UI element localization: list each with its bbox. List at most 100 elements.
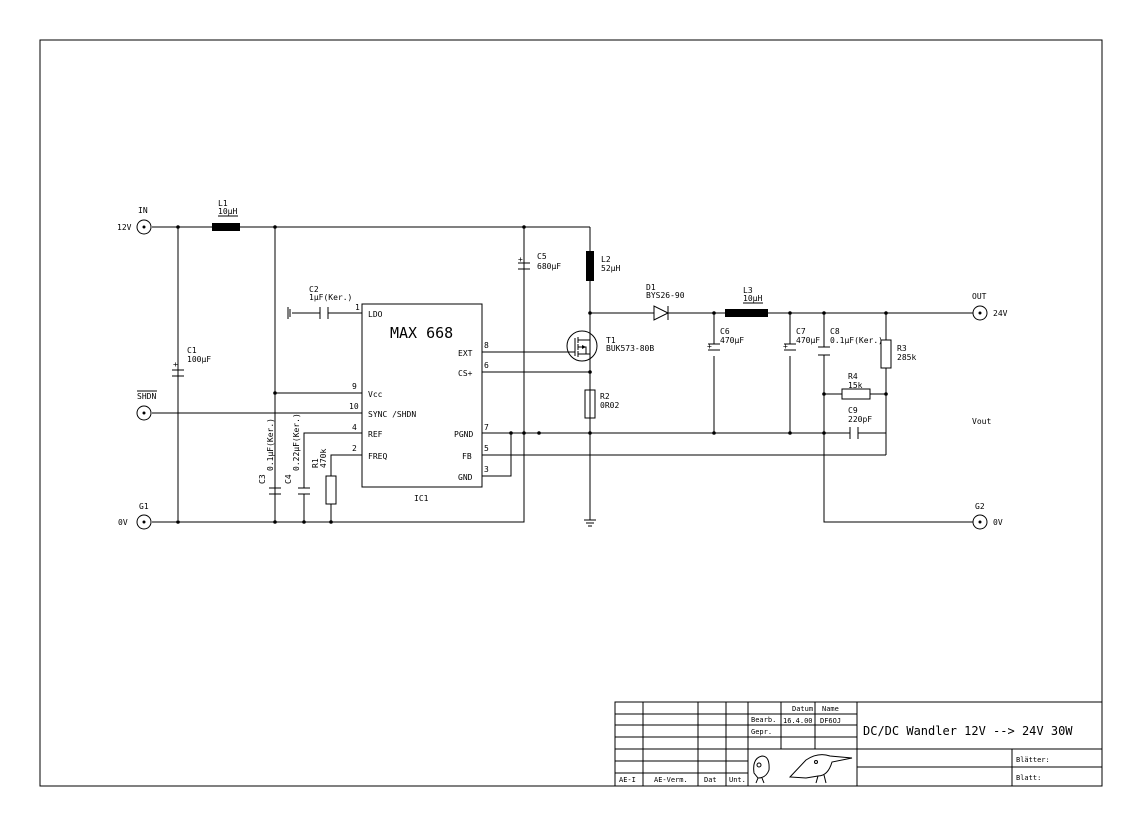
svg-text:10µH: 10µH: [218, 207, 237, 216]
svg-text:C8: C8: [830, 327, 840, 336]
svg-text:0.22µF(Ker.): 0.22µF(Ker.): [292, 413, 301, 471]
svg-text:0V: 0V: [993, 518, 1003, 527]
svg-text:680µF: 680µF: [537, 262, 561, 271]
svg-text:C6: C6: [720, 327, 730, 336]
capacitor-c5: + C5 680µF: [518, 252, 561, 271]
svg-text:REF: REF: [368, 430, 383, 439]
svg-text:+: +: [707, 342, 712, 351]
connector-shdn: SHDN: [136, 390, 157, 421]
inductor-l1: L1 10µH: [212, 199, 240, 231]
capacitor-c1: + C1 100µF: [172, 227, 211, 377]
svg-text:Bearb.: Bearb.: [751, 716, 776, 724]
svg-text:470µF: 470µF: [796, 336, 820, 345]
svg-text:10µH: 10µH: [743, 294, 762, 303]
svg-text:52µH: 52µH: [601, 264, 620, 273]
svg-text:8: 8: [484, 341, 489, 350]
svg-text:0V: 0V: [118, 518, 128, 527]
svg-text:C4: C4: [284, 474, 293, 484]
svg-text:470µF: 470µF: [720, 336, 744, 345]
svg-text:FREQ: FREQ: [368, 452, 387, 461]
svg-text:C3: C3: [258, 474, 267, 484]
drawing-title: DC/DC Wandler 12V --> 24V 30W: [863, 724, 1073, 738]
title-block: Datum Name Bearb. Gepr. 16.4.00 DF6OJ AE…: [614, 701, 1103, 787]
drawing-frame: [39, 39, 1103, 787]
capacitor-c9: C9 220pF: [848, 406, 872, 439]
svg-text:2: 2: [352, 444, 357, 453]
svg-text:IN: IN: [138, 206, 148, 215]
capacitor-c8: C8 0.1µF(Ker.): [818, 327, 883, 356]
svg-text:C9: C9: [848, 406, 858, 415]
resistor-r1: R1 470k: [311, 449, 337, 505]
inductor-l3: L3 10µH: [725, 286, 768, 317]
capacitor-c7: + C7 470µF: [783, 327, 820, 351]
svg-text:9: 9: [352, 382, 357, 391]
svg-text:1µF(Ker.): 1µF(Ker.): [309, 293, 352, 302]
svg-text:EXT: EXT: [458, 349, 473, 358]
svg-text:Blätter:: Blätter:: [1016, 756, 1050, 764]
svg-text:LDO: LDO: [368, 310, 383, 319]
svg-text:R4: R4: [848, 372, 858, 381]
svg-text:PGND: PGND: [454, 430, 473, 439]
svg-text:L1: L1: [218, 199, 228, 208]
svg-text:Vcc: Vcc: [368, 390, 383, 399]
rev-col-ae-verm: AE-Verm.: [654, 776, 688, 784]
svg-text:5: 5: [484, 444, 489, 453]
junction-dots: [176, 225, 888, 524]
svg-text:+: +: [783, 342, 788, 351]
rev-col-ae-i: AE-I: [619, 776, 636, 784]
svg-text:7: 7: [484, 423, 489, 432]
svg-text:+: +: [518, 255, 523, 264]
resistor-r3: R3 285k: [880, 339, 916, 369]
svg-text:R2: R2: [600, 392, 610, 401]
svg-text:L2: L2: [601, 255, 611, 264]
svg-text:100µF: 100µF: [187, 355, 211, 364]
svg-text:4: 4: [352, 423, 357, 432]
svg-text:470k: 470k: [319, 449, 328, 468]
wires: [152, 226, 973, 527]
connector-g2: G2 0V: [972, 502, 1003, 530]
svg-text:C1: C1: [187, 346, 197, 355]
ic-ref: IC1: [414, 494, 429, 503]
svg-text:Name: Name: [822, 705, 839, 713]
svg-text:+: +: [173, 360, 178, 369]
resistor-r4: R4 15k: [841, 372, 871, 400]
svg-text:24V: 24V: [993, 309, 1008, 318]
svg-text:DF6OJ: DF6OJ: [820, 717, 841, 725]
svg-text:BYS26-90: BYS26-90: [646, 291, 685, 300]
svg-text:10: 10: [349, 402, 359, 411]
diode-d1: D1 BYS26-90: [646, 283, 685, 321]
connector-in: IN 12V: [117, 206, 152, 235]
capacitor-c2: C2 1µF(Ker.): [287, 285, 352, 319]
capacitor-c6: + C6 470µF: [707, 327, 744, 351]
svg-text:Blatt:: Blatt:: [1016, 774, 1041, 782]
svg-text:R3: R3: [897, 344, 907, 353]
connector-out: OUT 24V: [972, 292, 1008, 321]
svg-text:C2: C2: [309, 285, 319, 294]
ic-name: MAX 668: [390, 324, 453, 342]
capacitor-c4: C4 0.22µF(Ker.): [284, 413, 310, 495]
svg-text:T1: T1: [606, 336, 616, 345]
svg-text:GND: GND: [458, 473, 473, 482]
svg-text:220pF: 220pF: [848, 415, 872, 424]
inductor-l2: L2 52µH: [586, 251, 620, 281]
rev-col-dat: Dat: [704, 776, 717, 784]
ic-max668: MAX 668 IC1 LDO 1 Vcc 9 SYNC /SHDN 10 RE…: [349, 303, 489, 503]
svg-text:G1: G1: [139, 502, 149, 511]
svg-text:Datum: Datum: [792, 705, 813, 713]
svg-text:OUT: OUT: [972, 292, 987, 301]
svg-text:L3: L3: [743, 286, 753, 295]
svg-text:285k: 285k: [897, 353, 916, 362]
rev-col-unt: Unt.: [729, 776, 746, 784]
mosfet-t1: T1 BUK573-80B: [566, 313, 654, 372]
svg-text:D1: D1: [646, 283, 656, 292]
svg-text:0.1µF(Ker.): 0.1µF(Ker.): [830, 336, 883, 345]
connector-g1: G1 0V: [118, 502, 152, 530]
svg-text:16.4.00: 16.4.00: [783, 717, 813, 725]
svg-text:Gepr.: Gepr.: [751, 728, 772, 736]
svg-text:SYNC /SHDN: SYNC /SHDN: [368, 410, 416, 419]
svg-text:12V: 12V: [117, 223, 132, 232]
svg-text:1: 1: [355, 303, 360, 312]
svg-text:3: 3: [484, 465, 489, 474]
svg-text:15k: 15k: [848, 381, 863, 390]
